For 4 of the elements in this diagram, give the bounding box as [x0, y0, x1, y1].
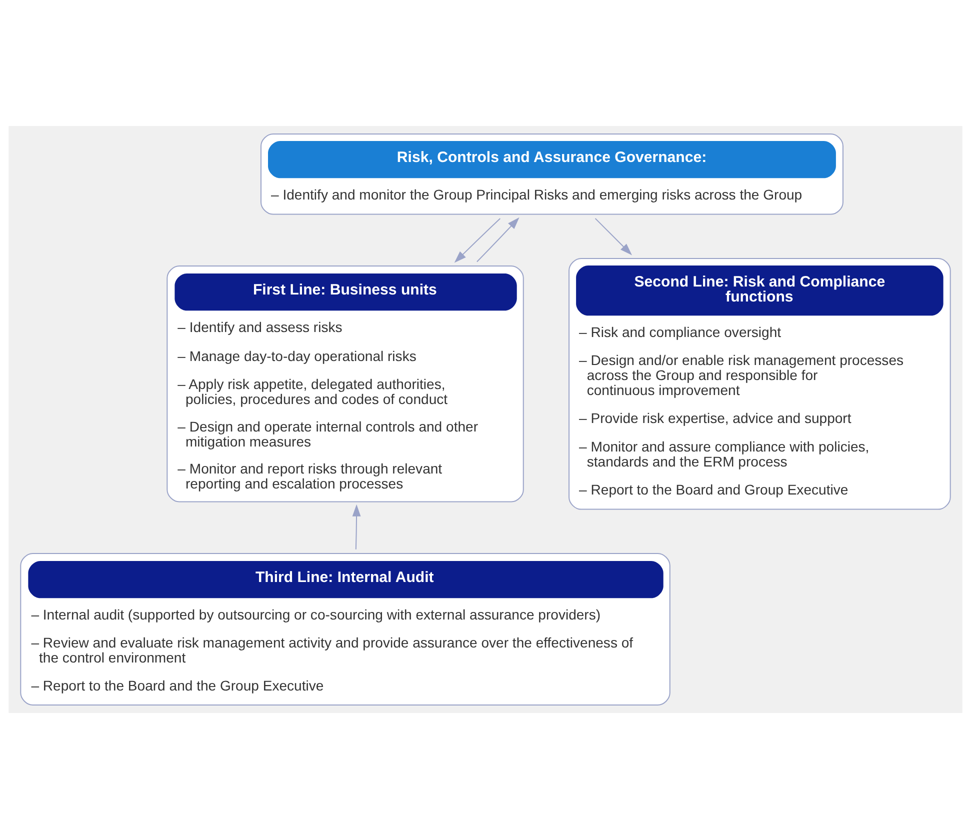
arrow	[476, 217, 520, 262]
arrow	[352, 504, 361, 550]
arrow	[454, 218, 500, 263]
arrow	[594, 218, 632, 256]
